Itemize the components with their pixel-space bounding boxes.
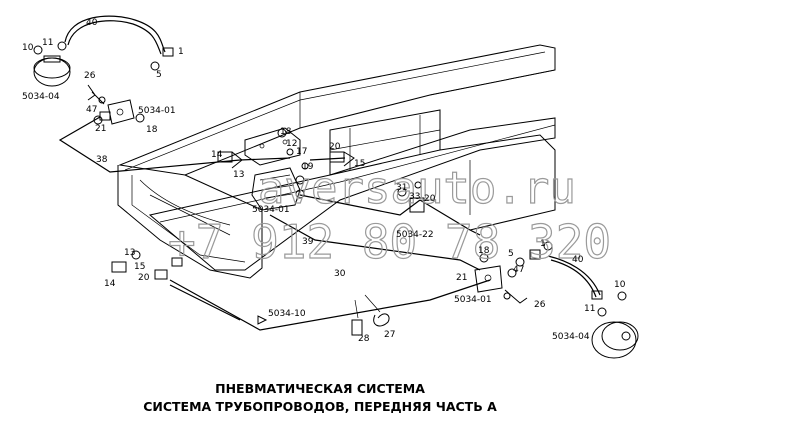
part-label: 26: [84, 71, 96, 81]
part-label: 33: [409, 192, 420, 202]
part-label: 5034-04: [22, 92, 60, 102]
part-label: 18: [280, 127, 292, 137]
part-label: 15: [354, 159, 365, 169]
arrow-5034-10: [257, 315, 268, 325]
part-label: 11: [42, 38, 53, 48]
part-label: 5034-04: [552, 332, 590, 342]
part-label: 5034-22: [396, 230, 434, 240]
part-label: 18: [478, 246, 490, 256]
part-label: 19: [302, 162, 314, 172]
part-label: 5034-01: [454, 295, 492, 305]
components: [33, 41, 639, 359]
part-label: 14: [104, 279, 116, 289]
part-label: 5: [508, 249, 514, 259]
part-label: 5: [156, 70, 162, 80]
caption-line-1: ПНЕВМАТИЧЕСКАЯ СИСТЕМА: [215, 381, 425, 396]
part-label: 26: [534, 300, 546, 310]
part-label: 47: [513, 265, 524, 275]
caption-line-2: СИСТЕМА ТРУБОПРОВОДОВ, ПЕРЕДНЯЯ ЧАСТЬ А: [143, 399, 497, 414]
part-label: 5034-01: [252, 205, 290, 215]
brake-chamber-top-left: [33, 55, 71, 87]
part-label: 20: [424, 194, 436, 204]
part-label: 38: [96, 155, 108, 165]
part-label: 10: [22, 43, 34, 53]
part-label: 1: [178, 47, 184, 57]
part-label: 12: [286, 139, 297, 149]
part-label: 1: [540, 239, 546, 249]
part-label: 31: [396, 183, 407, 193]
watermark-site: aversauto.ru: [258, 163, 576, 214]
part-label: 17: [296, 147, 307, 157]
pipelines: [58, 15, 601, 331]
part-label: 40: [572, 255, 584, 265]
valve-bottom-right: [474, 265, 503, 293]
chassis-frame: [117, 44, 556, 279]
part-label: 27: [384, 330, 395, 340]
part-label: 5034-10: [268, 309, 306, 319]
part-label: 10: [614, 280, 626, 290]
valve-top-left: [99, 99, 135, 125]
part-label: 14: [211, 150, 223, 160]
part-label: 15: [134, 262, 145, 272]
watermark-phone: +7 912 80 78 320: [168, 215, 611, 269]
part-label: 13: [233, 170, 244, 180]
part-label: 40: [86, 18, 98, 28]
part-label: 28: [358, 334, 370, 344]
part-label: 21: [456, 273, 467, 283]
part-label: 30: [334, 269, 346, 279]
part-label: 21: [95, 124, 106, 134]
part-label: 47: [86, 105, 97, 115]
part-label: 11: [584, 304, 595, 314]
part-label: 39: [302, 237, 314, 247]
part-labels: 40 1 10 11 5 26 47 21 18 5034-04 5034-01…: [22, 18, 626, 344]
part-label: 13: [124, 248, 135, 258]
part-label: 18: [146, 125, 158, 135]
part-label: 5034-01: [138, 106, 176, 116]
part-label: 20: [329, 142, 341, 152]
part-label: 20: [138, 273, 150, 283]
brake-chamber-bottom-right: [591, 321, 639, 359]
